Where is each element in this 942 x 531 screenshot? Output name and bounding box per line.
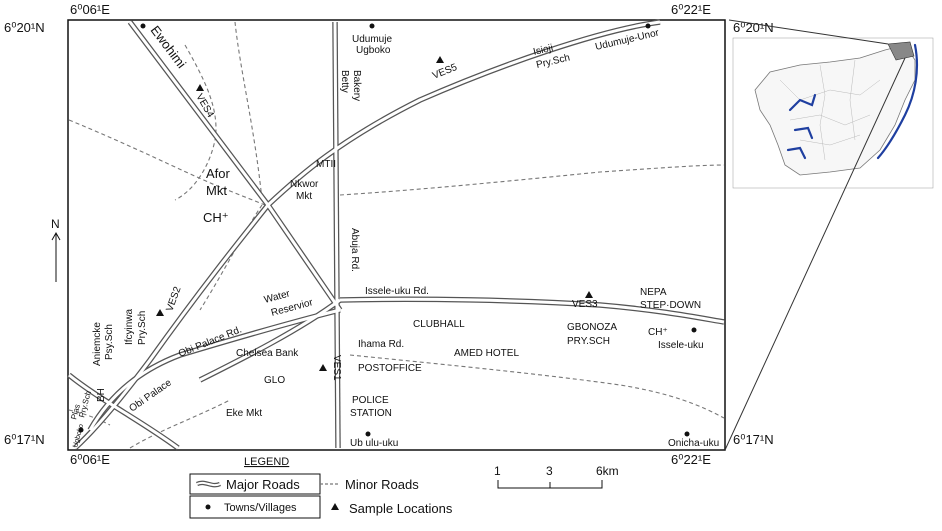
legend-title: LEGEND bbox=[244, 456, 289, 468]
legend-minor-roads: Minor Roads bbox=[345, 477, 419, 492]
place-label: Ifcyinwa bbox=[124, 308, 135, 345]
place-label: AMED HOTEL bbox=[454, 348, 519, 359]
coord-top-left-lon: 6⁰06¹E bbox=[70, 2, 110, 17]
place-label: Eke Mkt bbox=[226, 408, 262, 419]
sample-label-ves1: VES1 bbox=[331, 355, 342, 381]
sample-label-ves3: VES3 bbox=[572, 299, 598, 310]
place-label: GBONOZA bbox=[567, 322, 617, 333]
svg-text:N: N bbox=[51, 217, 60, 231]
scale-tick-3: 3 bbox=[546, 464, 553, 478]
legend: LEGEND Major Roads Minor Roads Towns/Vil… bbox=[189, 456, 453, 519]
legend-samples: Sample Locations bbox=[349, 501, 453, 516]
place-label: CH⁺ bbox=[648, 327, 668, 338]
map-frame bbox=[67, 19, 726, 451]
place-label: Chelsea Bank bbox=[236, 348, 299, 359]
inset-study-area bbox=[887, 41, 915, 61]
town-dot bbox=[684, 431, 690, 437]
place-label: Afor bbox=[206, 166, 231, 181]
sample-triangle bbox=[585, 291, 593, 298]
town-dot bbox=[365, 431, 371, 437]
coord-top-right-lon: 6⁰22¹E bbox=[671, 2, 711, 17]
minor-roads bbox=[68, 21, 725, 449]
town-dot bbox=[140, 23, 146, 29]
place-label: Isioji bbox=[532, 43, 554, 58]
place-label: NEPA bbox=[640, 287, 667, 298]
town-markers bbox=[78, 23, 697, 437]
inset-map bbox=[724, 19, 934, 451]
legend-major-road-swatch bbox=[195, 480, 222, 488]
place-label: POLICE bbox=[352, 395, 389, 406]
north-arrow: N bbox=[51, 217, 61, 282]
place-label: Pry.Sch bbox=[137, 311, 148, 345]
place-label: POSTOFFICE bbox=[358, 363, 422, 374]
major-roads bbox=[67, 19, 725, 451]
place-label: Issele-uku bbox=[658, 340, 704, 351]
inset-state-outline bbox=[754, 44, 916, 176]
town-dot bbox=[691, 327, 697, 333]
place-label: CH⁺ bbox=[203, 210, 229, 225]
inset-rivers bbox=[786, 43, 919, 160]
legend-sample-triangle bbox=[331, 503, 339, 510]
sample-triangle bbox=[156, 309, 164, 316]
sample-triangle bbox=[436, 56, 444, 63]
place-label: Plas bbox=[69, 403, 82, 420]
place-label: Mkt bbox=[206, 183, 227, 198]
legend-major-roads: Major Roads bbox=[226, 477, 300, 492]
legend-town-dot bbox=[205, 504, 211, 510]
town-dot bbox=[78, 427, 84, 433]
coord-bottom-left-lat: 6⁰17¹N bbox=[4, 432, 45, 447]
place-label: Udumuje bbox=[352, 34, 392, 45]
place-label: Ub ulu-uku bbox=[350, 438, 398, 449]
place-label: Onicha-uku bbox=[668, 438, 719, 449]
coord-bottom-left-lon: 6⁰06¹E bbox=[70, 452, 110, 467]
town-dot bbox=[369, 23, 375, 29]
place-label: Psy.Sch bbox=[104, 324, 115, 360]
road-label-issele: Issele-uku Rd. bbox=[365, 286, 429, 297]
coord-top-right-lat: 6⁰20¹N bbox=[733, 20, 774, 35]
place-label: Nkwor bbox=[290, 179, 319, 190]
place-label: BH bbox=[96, 388, 107, 402]
town-dot bbox=[645, 23, 651, 29]
scale-tick-6km: 6km bbox=[596, 464, 619, 478]
place-label: PRY.SCH bbox=[567, 336, 610, 347]
place-label: CLUBHALL bbox=[413, 319, 465, 330]
coord-top-left-lat: 6⁰20¹N bbox=[4, 20, 45, 35]
place-label: Aniemcke bbox=[92, 322, 103, 366]
place-label: MTII bbox=[316, 159, 336, 170]
coord-bottom-right-lon: 6⁰22¹E bbox=[671, 452, 711, 467]
scale-bar: 1 3 6km bbox=[494, 464, 619, 489]
sample-triangle bbox=[319, 364, 327, 371]
scale-tick-1: 1 bbox=[494, 464, 501, 478]
road-label-betty: Betty bbox=[339, 70, 350, 93]
place-label: STATION bbox=[350, 408, 392, 419]
place-label: GLO bbox=[264, 375, 285, 386]
road-label-abuja: Abuja Rd. bbox=[349, 228, 360, 272]
sample-triangle bbox=[196, 84, 204, 91]
road-label-bakery: Bakery bbox=[351, 70, 362, 101]
coord-bottom-right-lat: 6⁰17¹N bbox=[733, 432, 774, 447]
road-label-ihama: Ihama Rd. bbox=[358, 339, 404, 350]
legend-towns: Towns/Villages bbox=[224, 502, 297, 514]
place-label: Ugboko bbox=[356, 45, 391, 56]
sample-markers bbox=[156, 56, 593, 371]
place-label: Mkt bbox=[296, 191, 312, 202]
place-label: STEP·DOWN bbox=[640, 300, 701, 311]
